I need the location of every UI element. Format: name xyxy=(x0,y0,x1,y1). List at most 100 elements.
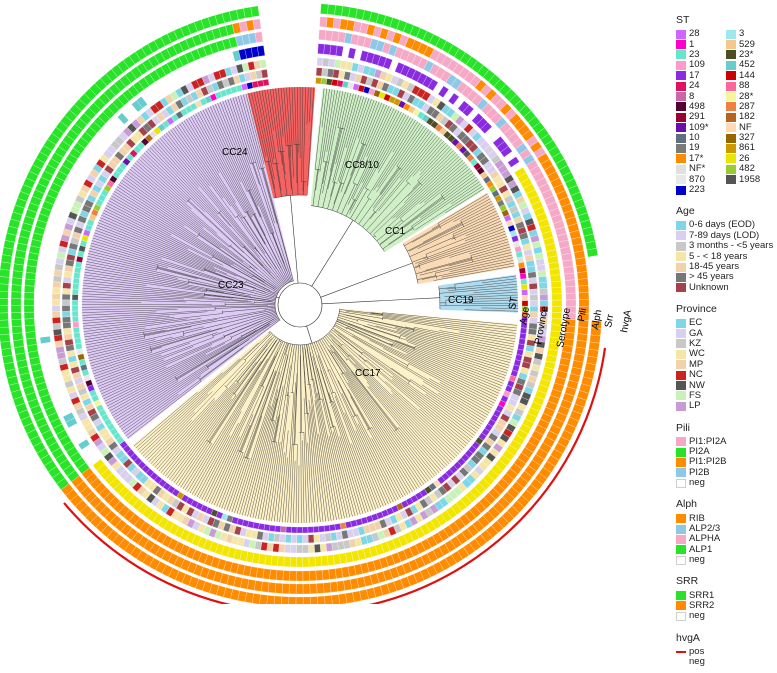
ring-label-st: ST xyxy=(507,296,520,310)
ring-srr-cell xyxy=(303,597,310,604)
ring-pili-cell xyxy=(322,569,330,580)
legend-swatch xyxy=(726,123,736,132)
legend-label: 3 months - <5 years xyxy=(689,241,773,251)
ring-srr-cell xyxy=(310,596,318,604)
branch xyxy=(276,297,279,298)
ring-pili-cell xyxy=(283,570,290,580)
ring-srr-cell xyxy=(0,327,9,335)
ring-pili-cell xyxy=(276,570,283,580)
ring-st-cell xyxy=(74,332,81,338)
ring-st-cell xyxy=(73,283,79,289)
ring-age-cell xyxy=(530,295,538,301)
clade-label-cc1: CC1 xyxy=(385,226,405,237)
ring-srr-cell xyxy=(590,335,601,343)
ring-srr-cell xyxy=(327,4,335,15)
legend-st-item: 109* xyxy=(676,123,724,133)
legend-swatch xyxy=(676,339,686,348)
ring-province-cell xyxy=(53,281,61,288)
ring-alph-cell xyxy=(579,300,589,307)
ring-serotype-cell xyxy=(551,287,561,294)
legend-label: NF* xyxy=(689,164,705,174)
ring-st-cell xyxy=(72,311,78,317)
ring-serotype-cell xyxy=(296,557,302,567)
legend-label: 88 xyxy=(739,81,750,91)
legend-label: 452 xyxy=(739,60,755,70)
ring-pili-cell xyxy=(564,273,575,281)
ring-age-cell xyxy=(63,322,71,328)
ring-alph-cell xyxy=(12,333,23,341)
ring-alph-cell xyxy=(310,584,317,594)
legend-st-item: 1958 xyxy=(726,174,774,184)
ring-srr-cell xyxy=(588,255,599,264)
ring-province-cell xyxy=(52,306,60,312)
root-node xyxy=(278,283,322,327)
ring-st-cell xyxy=(520,328,527,334)
ring-srr-cell xyxy=(591,277,602,285)
ring-alph-cell xyxy=(577,334,588,342)
ring-alph-cell xyxy=(319,17,327,28)
legend-swatch xyxy=(676,113,686,122)
legend-label: > 45 years xyxy=(689,272,734,282)
legend-swatch xyxy=(676,437,686,446)
legend-st-item: 861 xyxy=(726,143,774,153)
legend-swatch xyxy=(676,545,686,554)
legend-label: PI1:PI2B xyxy=(689,457,727,467)
ring-age-cell xyxy=(330,532,337,541)
legend-label: Unknown xyxy=(689,283,729,293)
ring-age-cell xyxy=(319,534,325,543)
ring-st-cell xyxy=(280,526,286,532)
legend-province-title: Province xyxy=(676,303,776,315)
ring-serotype-cell xyxy=(277,556,284,566)
ring-srr-cell xyxy=(591,285,601,293)
legend-swatch xyxy=(676,40,686,49)
ring-province-cell xyxy=(52,317,60,323)
ring-st-cell xyxy=(329,524,335,531)
ring-age-cell xyxy=(308,535,314,543)
ring-pili-cell xyxy=(24,292,34,299)
ring-serotype-cell xyxy=(550,275,561,282)
ring-pili-cell xyxy=(566,293,576,300)
ring-age-cell xyxy=(528,272,537,279)
ring-pili-cell xyxy=(325,30,333,41)
ring-st-cell xyxy=(73,322,79,328)
ring-srr-cell xyxy=(0,334,10,342)
legend-swatch xyxy=(726,92,736,101)
ring-srr-cell xyxy=(0,313,8,321)
ring-province-cell xyxy=(52,287,60,293)
ring-pili-cell xyxy=(565,280,575,287)
ring-province-cell xyxy=(537,264,546,271)
ring-province-cell xyxy=(273,544,280,553)
legend-swatch xyxy=(676,329,686,338)
legend-swatch xyxy=(676,391,686,400)
legend-swatch xyxy=(726,82,736,91)
ring-srr-cell xyxy=(317,596,325,604)
legend-st-item: 182 xyxy=(726,112,774,122)
ring-st-cell xyxy=(313,526,319,532)
ring-st-cell xyxy=(275,526,281,533)
ring-st-cell xyxy=(324,525,330,532)
legend-swatch xyxy=(676,252,686,261)
ring-province-cell xyxy=(267,543,274,552)
ring-serotype-cell xyxy=(552,300,562,306)
ring-province-cell xyxy=(538,270,547,277)
ring-serotype-cell xyxy=(290,557,296,567)
legend-label: 3 xyxy=(739,29,744,39)
ring-province-cell xyxy=(52,300,60,306)
ring-serotype-cell xyxy=(39,324,50,331)
ring-serotype-cell xyxy=(551,281,561,288)
legend-swatch xyxy=(676,186,686,195)
legend-label: NC xyxy=(689,370,703,380)
legend-swatch xyxy=(676,92,686,101)
legend-swatch xyxy=(726,61,736,70)
ring-age-cell xyxy=(316,68,322,76)
ring-age-cell xyxy=(63,277,72,284)
ring-label-srr: Srr xyxy=(603,313,616,329)
ring-serotype-cell xyxy=(315,556,322,566)
legend-province-item: NC xyxy=(676,370,776,380)
ring-province-cell xyxy=(539,282,547,289)
legend-label: 291 xyxy=(689,112,705,122)
clade-label-cc17: CC17 xyxy=(355,368,381,379)
